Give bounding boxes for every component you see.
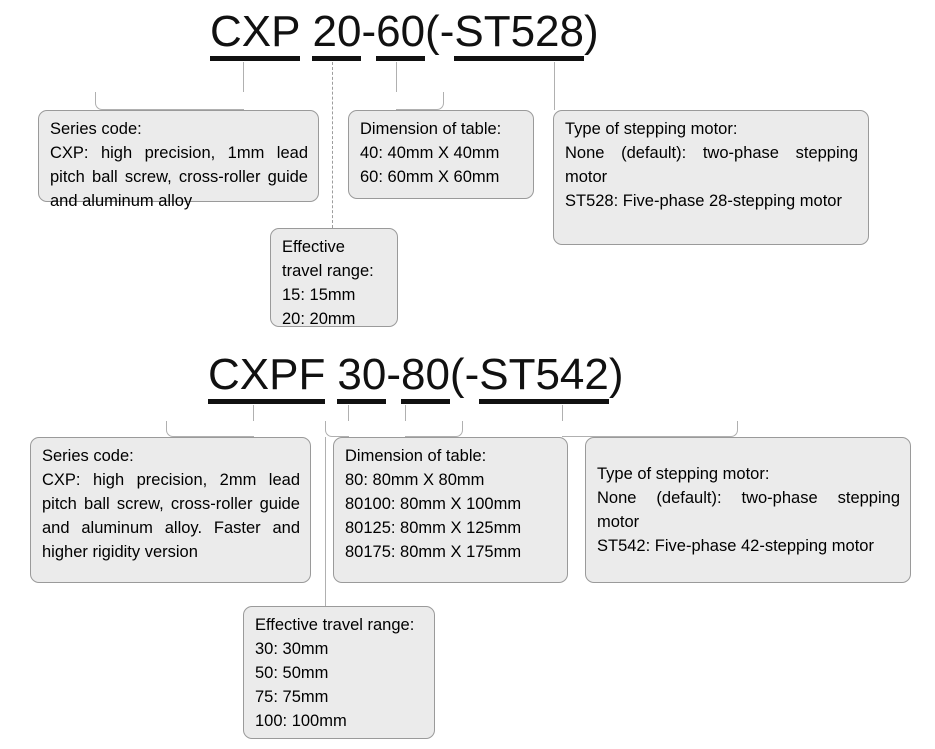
callout-line: 50: 50mm	[255, 663, 329, 682]
connector-motor-cxp	[554, 62, 555, 110]
code-segment-dimension: 80	[400, 350, 450, 404]
callout-line: None (default): two-phase stepping motor	[597, 488, 900, 531]
code-segment-series: CXPF	[208, 350, 326, 404]
callout-title: Effective travel range:	[255, 616, 415, 634]
callout-line: 75: 75mm	[255, 687, 329, 706]
callout-title: Series code:	[42, 447, 134, 465]
callout-line: ST528: Five-phase 28-stepping motor	[565, 191, 842, 210]
callout-line: 80100: 80mm X 100mm	[345, 494, 522, 513]
callout-line: 80: 80mm X 80mm	[345, 470, 485, 489]
code-segment-hyphen: -	[386, 350, 401, 399]
callout-line: 20: 20mm	[282, 309, 356, 328]
callout-body: CXP: high precision, 2mm lead pitch ball…	[42, 470, 300, 561]
connector-series-elbow-cxpf	[166, 421, 254, 437]
connector-series-stub-cxp	[243, 62, 244, 92]
callout-travel-cxp: Effective travel range: 15: 15mm 20: 20m…	[270, 228, 398, 328]
connector-dimension-elbow-cxp	[396, 92, 444, 110]
callout-motor-cxp: Type of stepping motor: None (default): …	[553, 110, 869, 245]
callout-line: 60: 60mm X 60mm	[360, 167, 500, 186]
code-segment-motor: ST542	[479, 350, 609, 404]
code-segment-dimension: 60	[376, 7, 426, 61]
connector-series-stub-cxpf	[253, 405, 254, 421]
code-segment-close-paren: )	[608, 350, 624, 399]
callout-series-cxpf: Series code: CXP: high precision, 2mm le…	[30, 437, 311, 583]
code-segment-series: CXP	[210, 7, 301, 61]
callout-motor-cxpf: Type of stepping motor: None (default): …	[585, 437, 911, 583]
callout-body: CXP: high precision, 1mm lead pitch ball…	[50, 143, 308, 210]
callout-title: Type of stepping motor:	[597, 465, 770, 483]
connector-dimension-stub-cxpf	[405, 405, 406, 421]
connector-travel-cxp	[332, 62, 333, 228]
callout-title: Type of stepping motor:	[565, 120, 738, 138]
code-segment-hyphen: -	[361, 7, 377, 56]
callout-title-cont: travel range:	[282, 261, 374, 280]
callout-line: 30: 30mm	[255, 639, 329, 658]
connector-travel-elbow-cxpf	[325, 421, 349, 437]
callout-title: Dimension of table:	[345, 447, 487, 465]
code-segment-travel: 30	[337, 350, 387, 404]
callout-line: None (default): two-phase stepping motor	[565, 143, 858, 186]
code-segment-motor: ST528	[454, 7, 584, 61]
callout-title: Dimension of table:	[360, 120, 502, 138]
callout-title: Effective	[282, 238, 345, 256]
connector-dimension-stub-cxp	[396, 62, 397, 92]
callout-dimension-cxp: Dimension of table: 40: 40mm X 40mm 60: …	[348, 110, 534, 199]
callout-series-cxp: Series code: CXP: high precision, 1mm le…	[38, 110, 319, 210]
code-segment-close-paren: )	[584, 7, 599, 56]
callout-dimension-cxpf: Dimension of table: 80: 80mm X 80mm 8010…	[333, 437, 568, 583]
callout-line: 40: 40mm X 40mm	[360, 143, 500, 162]
connector-dimension-elbow-cxpf	[405, 421, 463, 437]
connector-travel-stub-cxpf	[348, 405, 349, 421]
callout-line: ST542: Five-phase 42-stepping motor	[597, 536, 874, 555]
callout-line: 80125: 80mm X 125mm	[345, 518, 522, 537]
callout-line: 15: 15mm	[282, 285, 356, 304]
callout-line: 100: 100mm	[255, 711, 347, 730]
connector-motor-elbow-cxpf	[562, 421, 738, 437]
callout-title: Series code:	[50, 120, 142, 138]
connector-series-elbow-cxp	[95, 92, 244, 110]
code-segment-travel: 20	[312, 7, 362, 61]
connector-motor-stub-cxpf	[562, 405, 563, 421]
callout-travel-cxpf: Effective travel range: 30: 30mm 50: 50m…	[243, 606, 435, 739]
callout-line: 80175: 80mm X 175mm	[345, 542, 522, 561]
connector-travel-drop-cxpf	[325, 437, 326, 611]
code-segment-open-paren: (-	[425, 7, 455, 56]
code-segment-open-paren: (-	[449, 350, 480, 399]
